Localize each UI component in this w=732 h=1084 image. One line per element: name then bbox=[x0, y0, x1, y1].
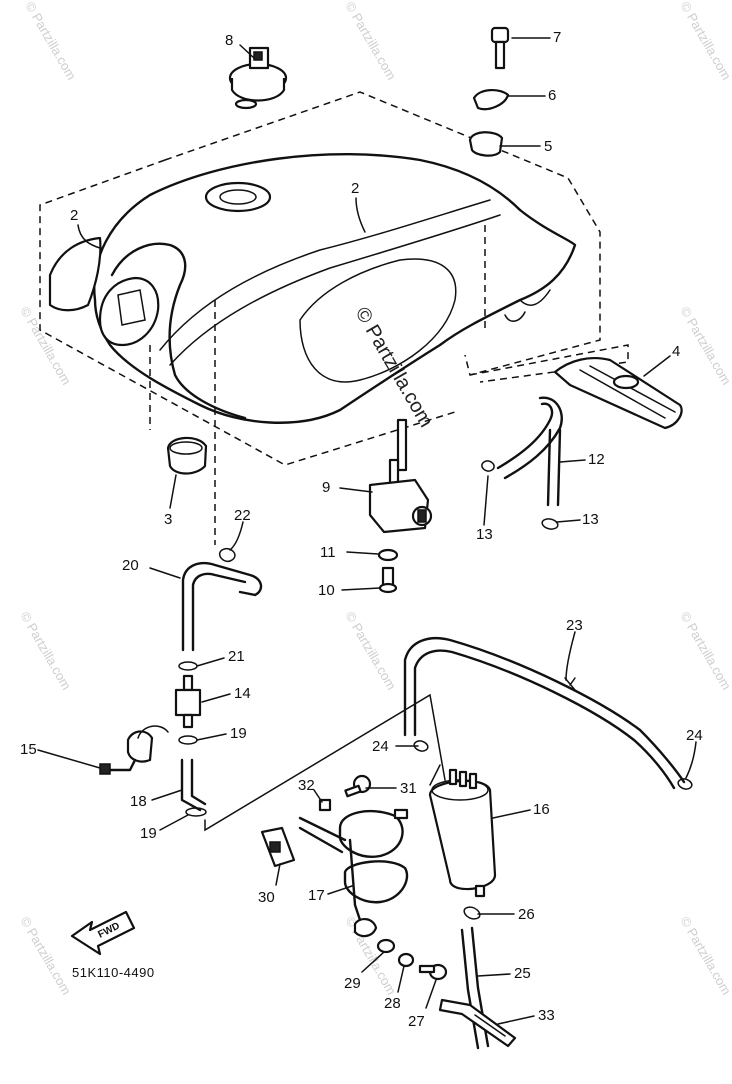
watermark: © Partzilla.com bbox=[677, 609, 732, 692]
callout-label: 23 bbox=[566, 617, 583, 634]
grommet-part-3 bbox=[166, 436, 208, 475]
hose-part-20 bbox=[181, 561, 263, 652]
nut-part-28 bbox=[397, 952, 415, 968]
callout-label: 5 bbox=[544, 138, 552, 155]
screw-part-10 bbox=[378, 566, 398, 594]
watermark: © Partzilla.com bbox=[17, 914, 74, 997]
callout-label: 28 bbox=[384, 995, 401, 1012]
callout-label: 16 bbox=[533, 801, 550, 818]
washer-part-11 bbox=[377, 548, 399, 562]
callout-label: 22 bbox=[234, 507, 251, 524]
relay-part-30 bbox=[260, 826, 296, 868]
fuel-cock-part-9 bbox=[368, 418, 433, 534]
screw-part-27 bbox=[418, 963, 448, 981]
washer-part-29 bbox=[376, 938, 396, 954]
watermark: © Partzilla.com bbox=[342, 0, 399, 82]
callout-label: 10 bbox=[318, 582, 335, 599]
callout-label: 24 bbox=[686, 727, 703, 744]
callout-label: 8 bbox=[225, 32, 233, 49]
bracket-part-6 bbox=[472, 89, 510, 111]
hose-part-23 bbox=[403, 637, 686, 790]
callout-label: 14 bbox=[234, 685, 251, 702]
callout-label: 9 bbox=[322, 479, 330, 496]
hose-part-12 bbox=[496, 396, 563, 507]
callout-label: 18 bbox=[130, 793, 147, 810]
callout-label: 15 bbox=[20, 741, 37, 758]
callout-label: 26 bbox=[518, 906, 535, 923]
callout-label: 31 bbox=[400, 780, 417, 797]
damper-part-5 bbox=[468, 131, 504, 157]
callout-label: 6 bbox=[548, 87, 556, 104]
bolt-part-7 bbox=[490, 26, 510, 70]
fuel-pump-part-16 bbox=[428, 768, 497, 898]
callout-label: 4 bbox=[672, 343, 680, 360]
bracket-part-15 bbox=[99, 725, 169, 775]
callout-label: 30 bbox=[258, 889, 275, 906]
fuel-filter-part-14 bbox=[174, 674, 202, 729]
forward-arrow-icon: FWD bbox=[70, 910, 136, 956]
watermark: © Partzilla.com bbox=[677, 304, 732, 387]
rear-mount-part-4 bbox=[553, 356, 683, 430]
callout-label: 24 bbox=[372, 738, 389, 755]
callout-label: 7 bbox=[553, 29, 561, 46]
bracket-part-17 bbox=[298, 808, 409, 938]
watermark: © Partzilla.com bbox=[677, 914, 732, 997]
callout-leaders bbox=[37, 37, 697, 1025]
watermark: © Partzilla.com bbox=[17, 609, 74, 692]
clip-part-26 bbox=[463, 906, 481, 920]
hose-part-18 bbox=[180, 758, 207, 812]
diagram-part-code: 51K110-4490 bbox=[72, 965, 155, 980]
callout-label: 12 bbox=[588, 451, 605, 468]
callout-label: 13 bbox=[582, 511, 599, 528]
clip-part-21 bbox=[178, 661, 198, 671]
callout-label: 29 bbox=[344, 975, 361, 992]
clip-part-13 bbox=[481, 460, 559, 530]
watermark: © Partzilla.com bbox=[342, 609, 399, 692]
clip-part-22 bbox=[218, 548, 236, 562]
callout-label: 20 bbox=[122, 557, 139, 574]
callout-label: 32 bbox=[298, 777, 315, 794]
watermark: © Partzilla.com bbox=[17, 304, 74, 387]
fuel-tank bbox=[93, 153, 577, 424]
side-cover bbox=[48, 236, 102, 312]
callout-label: 21 bbox=[228, 648, 245, 665]
watermark: © Partzilla.com bbox=[677, 0, 732, 82]
callouts: 8 7 6 5 2 2 4 3 22 9 12 13 13 11 10 20 2… bbox=[20, 29, 703, 1030]
callout-label: 13 bbox=[476, 526, 493, 543]
watermark: © Partzilla.com bbox=[22, 0, 79, 82]
callout-label: 19 bbox=[140, 825, 157, 842]
callout-label: 3 bbox=[164, 511, 172, 528]
callout-label: 19 bbox=[230, 725, 247, 742]
clamp-part-33 bbox=[438, 998, 517, 1048]
callout-label: 25 bbox=[514, 965, 531, 982]
leader-dashes bbox=[204, 693, 446, 832]
callout-label: 2 bbox=[70, 207, 78, 224]
callout-label: 27 bbox=[408, 1013, 425, 1030]
callout-label: 2 bbox=[351, 180, 359, 197]
nut-part-32 bbox=[318, 798, 332, 812]
assembly-box bbox=[39, 91, 629, 545]
callout-label: 17 bbox=[308, 887, 325, 904]
callout-label: 11 bbox=[320, 544, 336, 561]
screw-part-31 bbox=[344, 774, 372, 798]
callout-label: 33 bbox=[538, 1007, 555, 1024]
fuel-cap bbox=[228, 46, 288, 110]
